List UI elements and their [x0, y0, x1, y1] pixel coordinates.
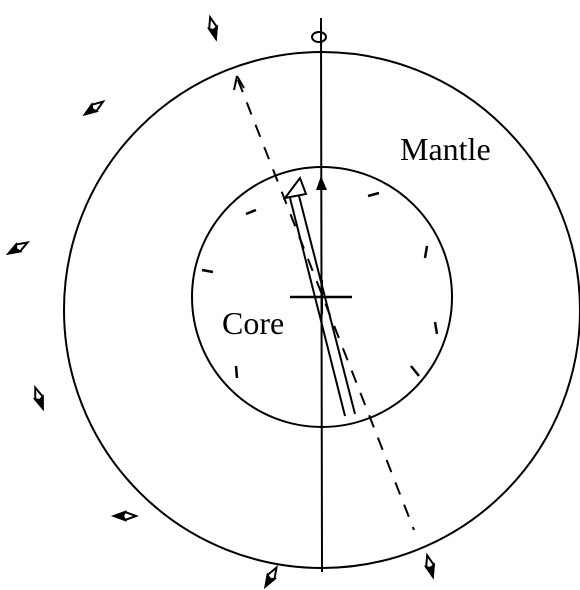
axis-top-marker: [311, 31, 327, 43]
core-vector-shaft-right: [298, 195, 356, 415]
core-tick-marks: [201, 191, 439, 379]
needle-3: [5, 241, 31, 255]
mantle-label: Mantle: [400, 131, 491, 167]
axis-core-top-arrow: [316, 176, 327, 190]
core-label: Core: [222, 305, 284, 341]
outer-compass-needles: [5, 14, 436, 590]
needle-7: [423, 552, 436, 580]
needle-1: [206, 14, 219, 42]
dashed-axis-arrowhead: [233, 75, 245, 91]
core-vector-arrowhead: [282, 175, 308, 200]
needle-5: [111, 510, 139, 522]
needle-4: [32, 384, 44, 412]
needle-2: [82, 100, 106, 116]
core-vector-shaft-left: [289, 197, 346, 417]
needle-6: [264, 564, 278, 590]
